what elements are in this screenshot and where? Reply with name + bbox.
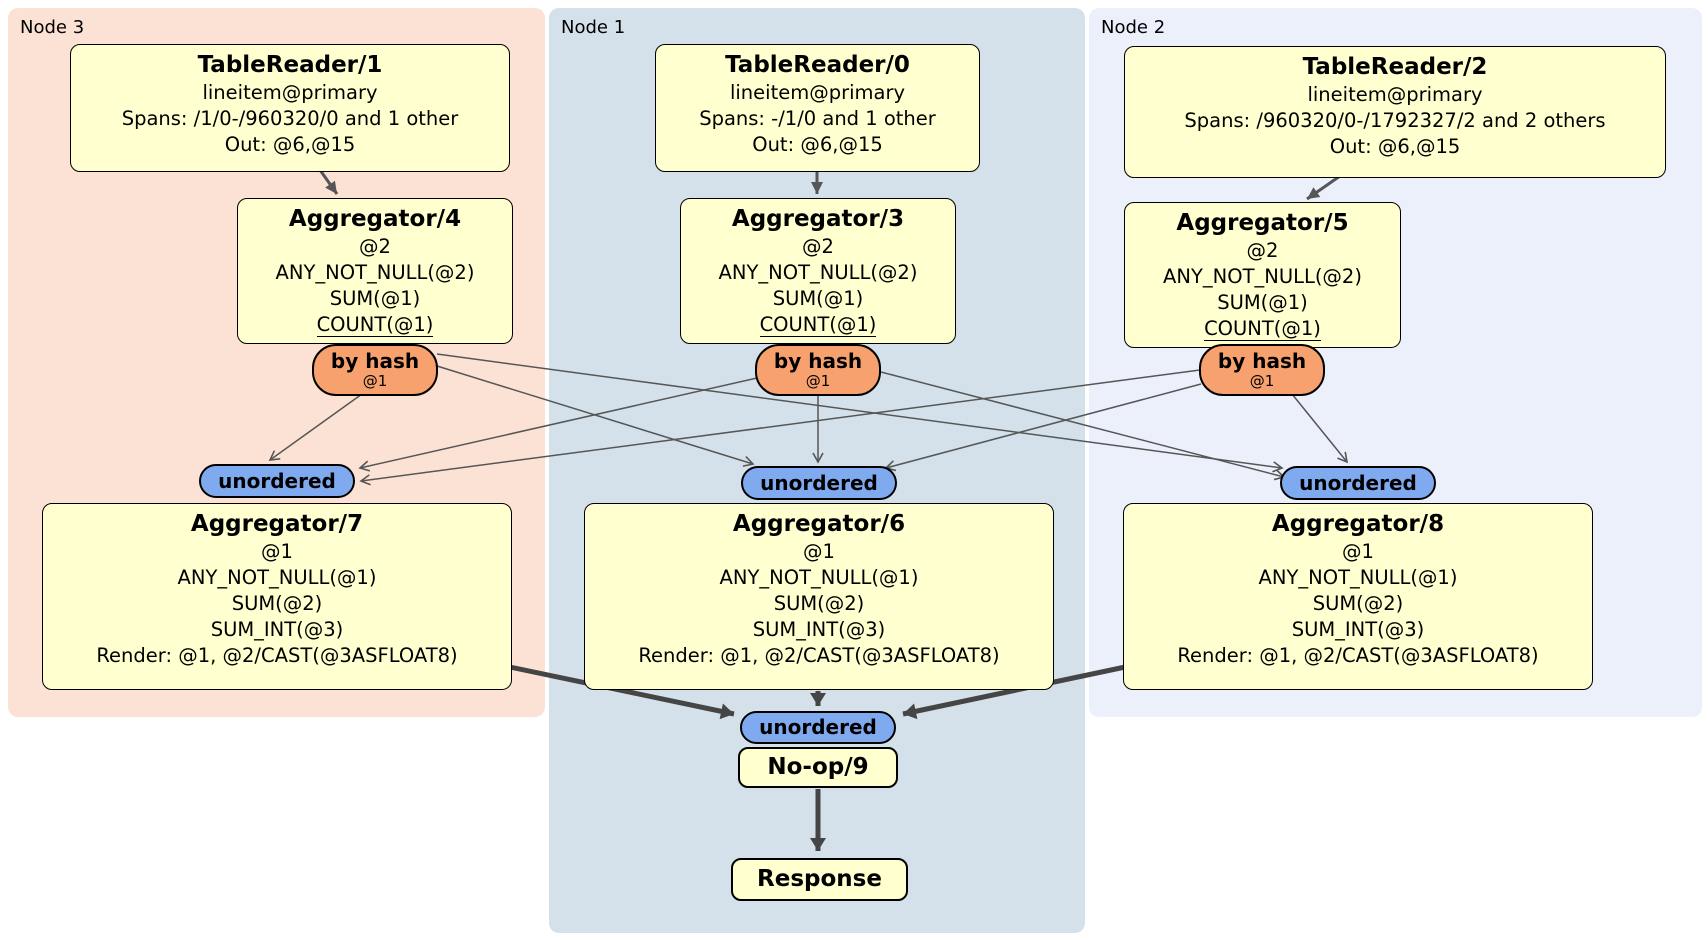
tablereader-0-index: lineitem@primary bbox=[729, 81, 906, 104]
edge-router2-sync2 bbox=[1291, 393, 1349, 464]
processor-aggregator-7: Aggregator/7 @1 ANY_NOT_NULL(@1) SUM(@2)… bbox=[42, 503, 512, 690]
aggregator-7-render: Render: @1, @2/CAST(@3ASFLOAT8) bbox=[96, 644, 458, 667]
aggregator-7-fn1: ANY_NOT_NULL(@1) bbox=[177, 566, 377, 589]
processor-tablereader-1: TableReader/1 lineitem@primary Spans: /1… bbox=[70, 44, 510, 172]
edge-tablereader1-aggregator4 bbox=[318, 169, 339, 195]
processor-aggregator-4: Aggregator/4 @2 ANY_NOT_NULL(@2) SUM(@1)… bbox=[237, 198, 513, 344]
edge-router1-sync3 bbox=[358, 377, 758, 472]
aggregator-4-fn2: SUM(@1) bbox=[329, 287, 421, 310]
aggregator-6-fn1: ANY_NOT_NULL(@1) bbox=[719, 566, 919, 589]
aggregator-8-fn3: SUM_INT(@3) bbox=[1291, 618, 1425, 641]
aggregator-3-title: Aggregator/3 bbox=[731, 206, 905, 232]
aggregator-5-fn2: SUM(@1) bbox=[1217, 291, 1308, 314]
aggregator-3-fn1: ANY_NOT_NULL(@2) bbox=[718, 261, 918, 284]
aggregator-5-fn3: COUNT(@1) bbox=[1204, 317, 1321, 341]
edge-router1-sync2 bbox=[880, 371, 1286, 481]
tablereader-2-spans: Spans: /960320/0-/1792327/2 and 2 others bbox=[1184, 109, 1606, 132]
aggregator-7-fn3: SUM_INT(@3) bbox=[210, 618, 344, 641]
tablereader-2-out: Out: @6,@15 bbox=[1329, 135, 1461, 158]
aggregator-8-group-cols: @1 bbox=[1342, 540, 1374, 563]
router-by-hash-node-2-columns: @1 bbox=[1249, 372, 1275, 390]
sync-unordered-node-1: unordered bbox=[741, 466, 897, 500]
panel-node-3-label: Node 3 bbox=[20, 17, 85, 38]
tablereader-1-index: lineitem@primary bbox=[202, 81, 378, 104]
tablereader-0-title: TableReader/0 bbox=[725, 52, 910, 78]
processor-aggregator-8: Aggregator/8 @1 ANY_NOT_NULL(@1) SUM(@2)… bbox=[1123, 503, 1593, 690]
aggregator-3-group-cols: @2 bbox=[802, 235, 834, 258]
aggregator-7-group-cols: @1 bbox=[261, 540, 293, 563]
aggregator-7-title: Aggregator/7 bbox=[190, 511, 364, 537]
edge-router2-sync1 bbox=[884, 383, 1202, 472]
aggregator-6-fn3: SUM_INT(@3) bbox=[752, 618, 886, 641]
router-by-hash-node-2: by hash @1 bbox=[1199, 344, 1325, 396]
aggregator-8-render: Render: @1, @2/CAST(@3ASFLOAT8) bbox=[1177, 644, 1539, 667]
panel-node-2-label: Node 2 bbox=[1101, 17, 1166, 38]
router-by-hash-node-1-columns: @1 bbox=[805, 372, 831, 390]
sync-unordered-node-3: unordered bbox=[199, 464, 355, 498]
processor-tablereader-2: TableReader/2 lineitem@primary Spans: /9… bbox=[1124, 46, 1666, 178]
router-by-hash-node-3: by hash @1 bbox=[312, 344, 438, 396]
edge-router2-sync3 bbox=[359, 369, 1201, 486]
edge-router3-sync2 bbox=[436, 353, 1284, 473]
tablereader-2-index: lineitem@primary bbox=[1307, 83, 1483, 106]
sync-unordered-node-2: unordered bbox=[1280, 466, 1436, 500]
aggregator-3-fn3: COUNT(@1) bbox=[759, 313, 877, 337]
aggregator-8-fn1: ANY_NOT_NULL(@1) bbox=[1258, 566, 1458, 589]
aggregator-4-fn1: ANY_NOT_NULL(@2) bbox=[275, 261, 475, 284]
processor-aggregator-3: Aggregator/3 @2 ANY_NOT_NULL(@2) SUM(@1)… bbox=[680, 198, 956, 344]
aggregator-6-fn2: SUM(@2) bbox=[773, 592, 865, 615]
aggregator-5-group-cols: @2 bbox=[1246, 239, 1279, 262]
tablereader-0-out: Out: @6,@15 bbox=[752, 133, 883, 156]
processor-aggregator-6: Aggregator/6 @1 ANY_NOT_NULL(@1) SUM(@2)… bbox=[584, 503, 1054, 690]
aggregator-6-title: Aggregator/6 bbox=[732, 511, 906, 537]
aggregator-8-title: Aggregator/8 bbox=[1271, 511, 1445, 537]
edge-router3-sync3 bbox=[268, 393, 363, 461]
aggregator-7-fn2: SUM(@2) bbox=[231, 592, 323, 615]
router-by-hash-node-2-label: by hash bbox=[1217, 349, 1307, 373]
panel-node-1-label: Node 1 bbox=[561, 17, 626, 38]
router-by-hash-node-1: by hash @1 bbox=[755, 344, 881, 396]
tablereader-1-title: TableReader/1 bbox=[197, 52, 383, 78]
aggregator-6-group-cols: @1 bbox=[803, 540, 835, 563]
processor-aggregator-5: Aggregator/5 @2 ANY_NOT_NULL(@2) SUM(@1)… bbox=[1124, 202, 1401, 348]
router-by-hash-node-3-columns: @1 bbox=[362, 372, 388, 390]
aggregator-4-fn3: COUNT(@1) bbox=[316, 313, 434, 337]
edge-aggregator8-finalsync bbox=[902, 663, 1131, 720]
tablereader-2-title: TableReader/2 bbox=[1302, 54, 1488, 80]
router-by-hash-node-1-label: by hash bbox=[773, 349, 863, 373]
tablereader-1-spans: Spans: /1/0-/960320/0 and 1 other bbox=[121, 107, 459, 130]
edge-tablereader2-aggregator5 bbox=[1306, 174, 1341, 201]
tablereader-1-out: Out: @6,@15 bbox=[224, 133, 356, 156]
tablereader-0-spans: Spans: -/1/0 and 1 other bbox=[699, 107, 936, 130]
aggregator-5-title: Aggregator/5 bbox=[1176, 210, 1349, 236]
aggregator-5-fn1: ANY_NOT_NULL(@2) bbox=[1163, 265, 1362, 288]
processor-noop-9: No-op/9 bbox=[738, 747, 898, 788]
aggregator-3-fn2: SUM(@1) bbox=[772, 287, 864, 310]
aggregator-4-title: Aggregator/4 bbox=[288, 206, 462, 232]
router-by-hash-node-3-label: by hash bbox=[330, 349, 420, 373]
edge-aggregator7-finalsync bbox=[504, 663, 735, 720]
aggregator-4-group-cols: @2 bbox=[359, 235, 391, 258]
sync-unordered-final: unordered bbox=[740, 711, 896, 744]
aggregator-8-fn2: SUM(@2) bbox=[1312, 592, 1404, 615]
aggregator-6-render: Render: @1, @2/CAST(@3ASFLOAT8) bbox=[638, 644, 1000, 667]
processor-tablereader-0: TableReader/0 lineitem@primary Spans: -/… bbox=[655, 44, 980, 172]
processor-response: Response bbox=[731, 858, 908, 901]
